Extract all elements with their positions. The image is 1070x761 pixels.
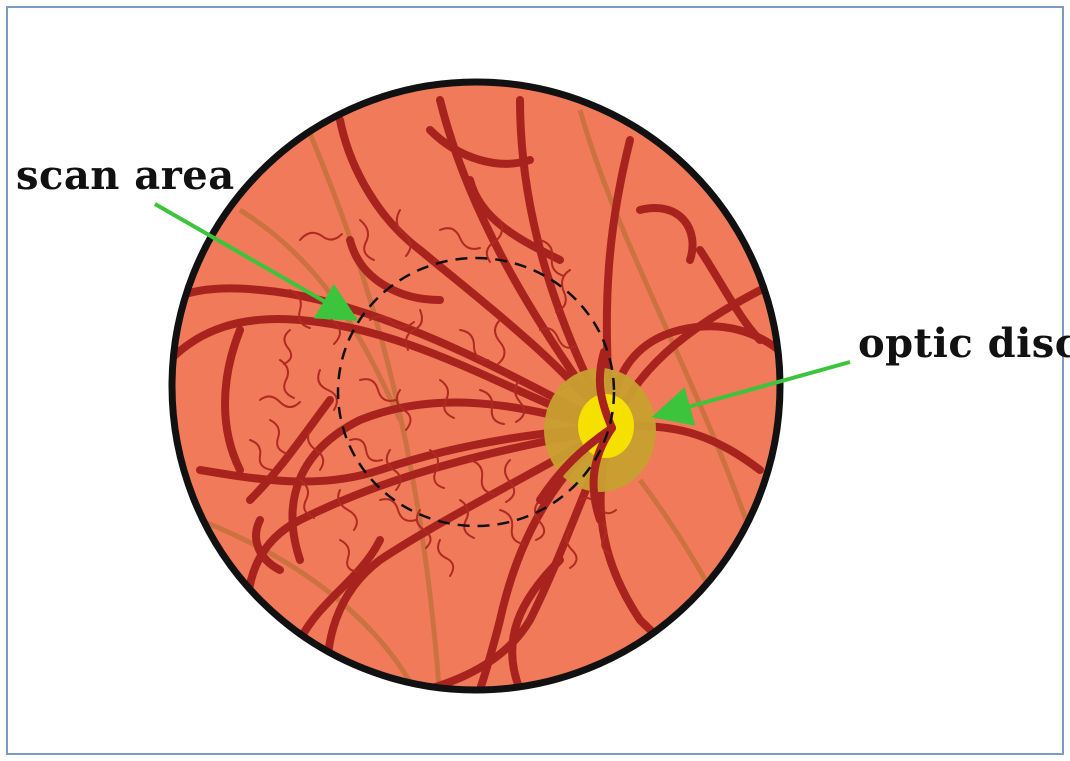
fundus (170, 82, 790, 720)
optic-disc-label: optic disc (858, 324, 1070, 364)
scan-area-label: scan area (16, 156, 235, 196)
